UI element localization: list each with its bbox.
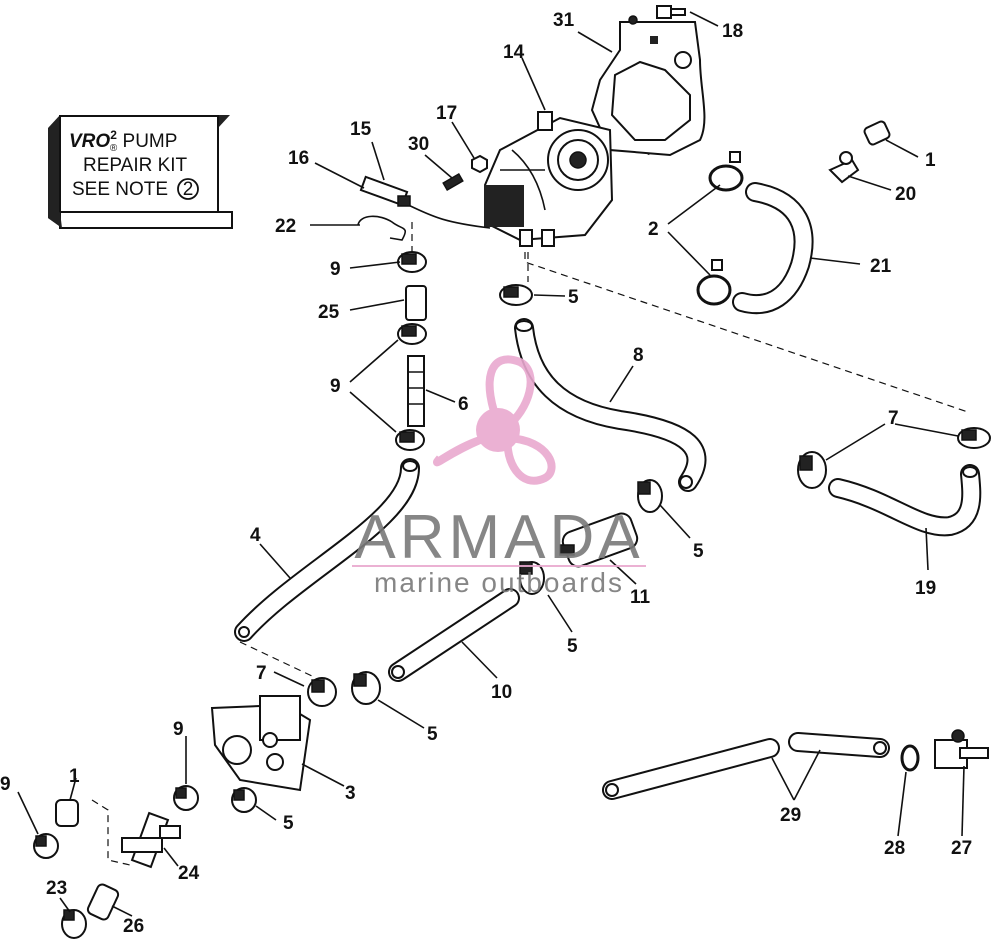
primer-bulb-3	[210, 695, 312, 792]
callout-27: 27	[951, 838, 972, 859]
callout-14: 14	[503, 42, 525, 63]
callout-5-lower: 5	[567, 636, 578, 657]
clamp-5-bottom	[351, 671, 381, 705]
callout-31: 31	[553, 10, 575, 31]
callout-21: 21	[870, 256, 892, 277]
screw-18	[656, 5, 686, 19]
watermark-tagline: marine outboards	[374, 567, 624, 598]
kit-note-number: 2	[183, 179, 194, 200]
callout-10: 10	[491, 682, 512, 703]
nut-17	[471, 154, 488, 174]
clamp-5-top	[499, 284, 533, 306]
hose-21	[732, 182, 814, 315]
callout-9-bottom: 9	[173, 719, 184, 740]
clamp-9-mid	[397, 323, 427, 345]
clamp-5-mid	[637, 479, 663, 513]
note-circle	[177, 178, 199, 200]
callout-29: 29	[780, 805, 801, 826]
callout-9-far-left: 9	[0, 774, 11, 795]
callout-30: 30	[408, 134, 429, 155]
connector-6	[407, 355, 425, 427]
callout-6: 6	[458, 394, 469, 415]
callout-3: 3	[345, 783, 356, 804]
callout-28: 28	[884, 838, 905, 859]
clamp-9-bottom	[173, 785, 199, 811]
watermark-brand: ARMADA	[354, 503, 643, 572]
callout-2: 2	[648, 219, 659, 240]
callout-16: 16	[288, 148, 309, 169]
clamp-7-bottom	[307, 677, 337, 707]
kit-line1: VRO2® PUMP	[69, 128, 177, 154]
callout-5-top: 5	[568, 287, 579, 308]
leader-lines	[17, 11, 965, 917]
sensor-15	[359, 175, 491, 229]
callout-26: 26	[123, 916, 144, 937]
fuel-filter-11	[559, 512, 639, 568]
callout-22: 22	[275, 216, 296, 237]
repair-kit-box: VRO2® PUMP REPAIR KIT SEE NOTE 2	[48, 115, 233, 229]
hose-19	[828, 464, 982, 537]
callout-labels: 31 18 14 17 15 30 16 1 20 22 2 21 9 5 25…	[0, 10, 972, 937]
hose-4	[234, 458, 420, 642]
callout-5-bottom-left: 5	[283, 813, 294, 834]
callout-15: 15	[350, 119, 372, 140]
sleeve-25	[405, 285, 427, 321]
callout-11: 11	[630, 587, 651, 608]
cap-1-top	[863, 120, 891, 146]
hose-8	[514, 318, 707, 492]
callout-19: 19	[915, 578, 936, 599]
callout-9-mid: 9	[330, 376, 341, 397]
armada-watermark: ARMADA marine outboards	[352, 355, 646, 598]
cap-1-lower	[55, 799, 79, 827]
clamp-9-far-left	[33, 833, 59, 859]
callout-23: 23	[46, 878, 67, 899]
mounting-bracket	[590, 15, 706, 157]
callout-18: 18	[722, 21, 743, 42]
clamp-2-upper	[708, 151, 744, 192]
clamp-9-low	[395, 429, 425, 451]
callout-9-top: 9	[330, 259, 341, 280]
hose-10	[388, 588, 520, 682]
callout-5-bottom: 5	[427, 724, 438, 745]
hose-29	[602, 732, 890, 800]
callout-1-top: 1	[925, 150, 936, 171]
screw-30	[442, 173, 464, 191]
valve-27	[934, 729, 989, 769]
callout-5-mid: 5	[693, 541, 704, 562]
clamp-2-lower	[696, 259, 732, 306]
callout-4: 4	[250, 525, 261, 546]
tee-fitting-24	[121, 811, 181, 869]
clamp-7-right-top	[957, 427, 991, 449]
fuel-pump	[483, 111, 614, 247]
clamp-5-bottom-left	[231, 787, 257, 813]
propeller-logo-icon	[432, 355, 556, 485]
clip-22	[357, 215, 407, 241]
callout-20: 20	[895, 184, 916, 205]
clamp-7-right	[797, 451, 827, 489]
callout-17: 17	[436, 103, 457, 124]
kit-line3: SEE NOTE	[72, 179, 168, 200]
clamp-23	[61, 909, 87, 939]
callout-8: 8	[633, 345, 644, 366]
callout-25: 25	[318, 302, 340, 323]
callout-7-right: 7	[888, 408, 899, 429]
callout-1-lower: 1	[69, 766, 80, 787]
clamp-28	[900, 744, 920, 772]
clamps	[33, 251, 991, 939]
kit-line2: REPAIR KIT	[83, 155, 188, 176]
callout-7-bottom: 7	[256, 663, 267, 684]
fitting-20	[828, 151, 860, 184]
clamp-9-top	[397, 251, 427, 273]
connector-26	[86, 883, 120, 921]
callout-24: 24	[178, 863, 200, 884]
